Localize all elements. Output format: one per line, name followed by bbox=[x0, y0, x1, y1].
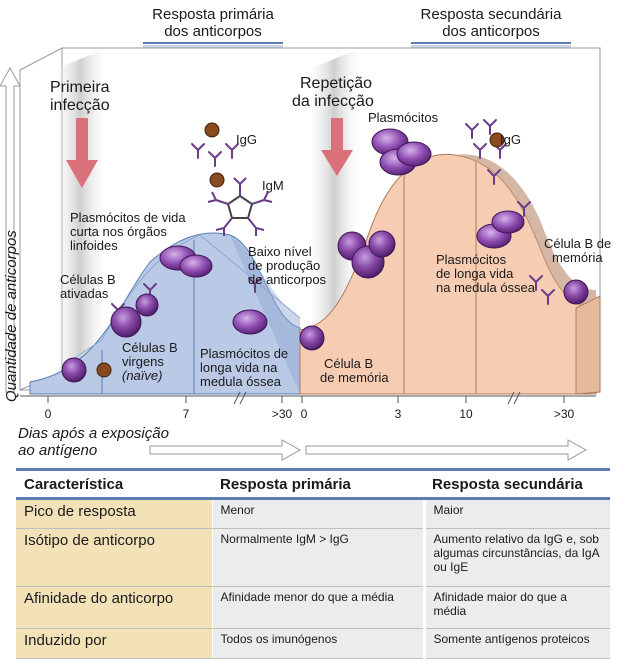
table-cell: Maior bbox=[424, 498, 610, 529]
label-igg-primary: IgG bbox=[236, 132, 257, 147]
first-infection-band bbox=[58, 50, 102, 394]
long-lived-plasma-cell bbox=[491, 210, 525, 234]
label-plasm-curta: linfoides bbox=[70, 238, 118, 253]
table-header-row: Característica Resposta primária Respost… bbox=[16, 468, 610, 500]
repeat-infection-arrow bbox=[321, 118, 353, 176]
y-axis-title: Quantidade de anticorpos bbox=[3, 230, 20, 402]
first-infection-arrow bbox=[66, 118, 98, 188]
antigen-icon bbox=[204, 122, 220, 138]
label-b-memoria: Célula B bbox=[324, 356, 373, 371]
table-row: Induzido por Todos os imunógenos Somente… bbox=[16, 628, 610, 659]
antibody-response-diagram: 0 7 >30 0 3 10 >30 Dias após a exposição… bbox=[0, 47, 611, 461]
diagram-labels: Primeira infecção Repetição da infecção … bbox=[50, 75, 611, 389]
label-b-ativadas: Células B bbox=[60, 272, 116, 287]
primary-response-curve bbox=[29, 232, 301, 395]
x-tick-labels: 0 7 >30 0 3 10 >30 bbox=[45, 407, 575, 421]
secondary-response-curve bbox=[299, 153, 601, 395]
antigen-icons bbox=[96, 122, 505, 378]
table-cell: Isótipo de anticorpo bbox=[16, 528, 213, 587]
primary-response-title: Resposta primária dos anticorpos bbox=[152, 6, 274, 40]
x-axis bbox=[20, 391, 596, 405]
memory-b-cell bbox=[563, 279, 589, 305]
label-plasm-curta: curta nos órgãos bbox=[70, 224, 167, 239]
memory-b-cell bbox=[299, 325, 325, 351]
table-cell: Induzido por bbox=[16, 628, 213, 659]
antigen-icon bbox=[489, 132, 505, 148]
table-cell: Menor bbox=[212, 498, 426, 529]
label-b-virgens: Células B bbox=[122, 340, 178, 355]
label-baixo-nivel: de anticorpos bbox=[248, 272, 327, 287]
tick-label: 0 bbox=[45, 407, 52, 421]
secondary-response-title: Resposta secundária dos anticorpos bbox=[420, 6, 562, 40]
label-igg-secondary: IgG bbox=[500, 132, 521, 147]
table-row: Afinidade do anticorpo Afinidade menor d… bbox=[16, 586, 610, 629]
label-b-virgens: (naïve) bbox=[122, 368, 162, 383]
table-header: Característica bbox=[16, 468, 212, 500]
label-plasm-longa-p: medula óssea bbox=[200, 374, 282, 389]
naive-b-cell bbox=[61, 357, 87, 383]
cells bbox=[61, 128, 589, 383]
label-plasm-curta: Plasmócitos de vida bbox=[70, 210, 186, 225]
primary-response-header: Resposta primária dos anticorpos bbox=[143, 6, 283, 48]
label-plasmocitos: Plasmócitos bbox=[368, 110, 439, 125]
label-b-memoria: de memória bbox=[320, 370, 389, 385]
antigen-icon bbox=[209, 172, 225, 188]
label-primeira: Primeira bbox=[50, 79, 110, 96]
label-plasm-longa-p: longa vida na bbox=[200, 360, 278, 375]
y-axis-arrow bbox=[0, 66, 21, 393]
label-b-de-memoria: Célula B de bbox=[544, 236, 611, 251]
comparison-table: Característica Resposta primária Respost… bbox=[16, 468, 610, 659]
time-arrows bbox=[149, 439, 588, 461]
secondary-response-header: Resposta secundária dos anticorpos bbox=[411, 6, 571, 48]
igm-pentamer-icon bbox=[207, 177, 273, 236]
short-lived-plasma-cell bbox=[179, 254, 213, 278]
activated-b-cell bbox=[110, 306, 142, 338]
antigen-icon bbox=[96, 362, 112, 378]
tick-label: 3 bbox=[395, 407, 402, 421]
table-cell: Afinidade menor do que a média bbox=[212, 586, 426, 629]
label-b-de-memoria: memória bbox=[552, 250, 603, 265]
table-cell: Pico de resposta bbox=[16, 498, 213, 529]
label-plasm-longa-s: Plasmócitos bbox=[436, 252, 507, 267]
label-igm: IgM bbox=[262, 178, 284, 193]
table-cell: Somente antígenos proteicos bbox=[424, 628, 610, 659]
tick-label: >30 bbox=[554, 407, 575, 421]
tick-label: 0 bbox=[301, 407, 308, 421]
table-header: Resposta primária bbox=[212, 468, 424, 500]
table-cell: Aumento relativo da IgG e, sob algumas c… bbox=[424, 528, 610, 587]
x-axis-title-line1: Dias após a exposição bbox=[18, 425, 169, 442]
label-baixo-nivel: Baixo nível bbox=[248, 244, 312, 259]
label-plasm-longa-s: na medula óssea bbox=[436, 280, 536, 295]
table-cell: Todos os imunógenos bbox=[212, 628, 426, 659]
tick-label: >30 bbox=[272, 407, 293, 421]
table-header: Resposta secundária bbox=[424, 468, 610, 500]
label-b-virgens: virgens bbox=[122, 354, 164, 369]
table-cell: Afinidade maior do que a média bbox=[424, 586, 610, 629]
tick-label: 7 bbox=[183, 407, 190, 421]
label-plasm-longa-p: Plasmócitos de bbox=[200, 346, 288, 361]
tick-label: 10 bbox=[459, 407, 473, 421]
antibody-cluster-primary bbox=[111, 143, 262, 319]
label-baixo-nivel: de produção bbox=[248, 258, 320, 273]
table-cell: Normalmente IgM > IgG bbox=[212, 528, 426, 587]
table-row: Pico de resposta Menor Maior bbox=[16, 498, 610, 529]
label-repeticao: Repetição bbox=[300, 75, 372, 92]
label-b-ativadas: ativadas bbox=[60, 286, 109, 301]
table-cell: Afinidade do anticorpo bbox=[16, 586, 213, 629]
label-infeccao: infecção bbox=[50, 97, 110, 114]
activated-b-cell bbox=[135, 293, 159, 317]
plasma-cell bbox=[396, 141, 432, 167]
table-row: Isótipo de anticorpo Normalmente IgM > I… bbox=[16, 528, 610, 587]
long-lived-plasma-cell bbox=[232, 309, 268, 335]
label-plasm-longa-s: de longa vida bbox=[436, 266, 514, 281]
label-da-infeccao: da infecção bbox=[292, 93, 374, 110]
x-axis-title-line2: ao antígeno bbox=[18, 442, 97, 459]
memory-b-cell bbox=[368, 230, 396, 258]
